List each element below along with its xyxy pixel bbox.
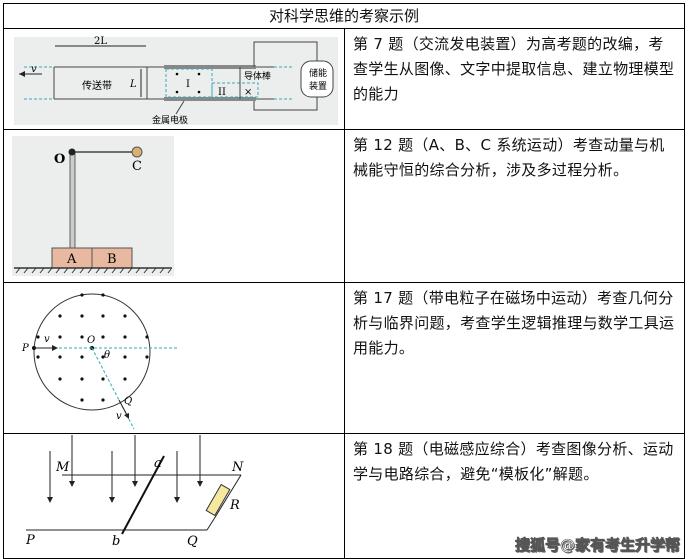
label-rod: 导体棒 (244, 70, 271, 82)
label-o: O (54, 152, 65, 167)
row-text: 第 18 题（电磁感应综合）考查图像分析、运动学与电路综合，避免“模板化”解题。 (353, 440, 674, 483)
label-v-out: v (116, 411, 122, 422)
row-text-cell: 第 18 题（电磁感应综合）考查图像分析、运动学与电路综合，避免“模板化”解题。 (344, 433, 685, 559)
label-region-2: II (218, 87, 226, 98)
label-p: P (21, 343, 29, 354)
figure-rails: M N a b P Q R (3, 433, 345, 559)
label-q: Q (187, 534, 198, 549)
row-text: 第 17 题（带电粒子在磁场中运动）考查几何分析与临界问题，考查学生逻辑推理与数… (344, 282, 685, 434)
label-c: C (132, 159, 142, 174)
label-region-1: I (186, 79, 190, 90)
table-header: 对科学思维的考察示例 (3, 3, 685, 29)
label-a: A (66, 252, 77, 267)
row-text: 第 7 题（交流发电装置）为高考题的改编，考查学生从图像、文字中提取信息、建立物… (344, 28, 685, 130)
figure-pendulum: O C A B (3, 129, 345, 283)
row-text: 第 12 题（A、B、C 系统运动）考查动量与机械能守恒的综合分析，涉及多过程分… (344, 129, 685, 283)
label-q: Q (124, 396, 132, 407)
label-r: R (229, 498, 240, 513)
svg-text:×: × (244, 87, 252, 98)
label-2l: 2L (94, 36, 107, 47)
label-belt: 传送带 (82, 79, 112, 92)
label-theta: θ (104, 350, 110, 361)
table-row: P v O θ Q v 第 17 题（带电粒子在磁场中运动）考查几何分析与临界问… (3, 282, 685, 434)
figure-generator: 2L L v 传送带 I II × 导体棒 储能 装置 (3, 28, 345, 130)
label-l: L (129, 79, 137, 90)
label-n: N (231, 460, 244, 475)
label-electrode: 金属电极 (152, 114, 188, 126)
science-thinking-table: 对科学思维的考察示例 2L L v 传送带 (3, 3, 685, 559)
watermark: 搜狐号@家有考生升学帮 (514, 536, 681, 555)
label-b: B (107, 252, 117, 267)
table-row: M N a b P Q R 第 18 题（电磁感应综合）考查图像分析、运动学与电… (3, 433, 685, 559)
table-row: O C A B 第 12 题（A、B、C 系统运动）考查动量与机械能守恒的综合分… (3, 129, 685, 283)
label-m: M (55, 460, 70, 475)
label-storage-2: 装置 (309, 80, 327, 92)
label-b: b (112, 534, 120, 549)
label-o: O (87, 335, 95, 346)
label-v-in: v (44, 334, 50, 345)
label-storage-1: 储能 (309, 67, 327, 79)
table-row: 2L L v 传送带 I II × 导体棒 储能 装置 (3, 28, 685, 130)
figure-magnetic-circle: P v O θ Q v (3, 282, 345, 434)
label-a: a (154, 456, 162, 471)
label-v: v (31, 64, 37, 75)
label-p: P (25, 533, 35, 548)
